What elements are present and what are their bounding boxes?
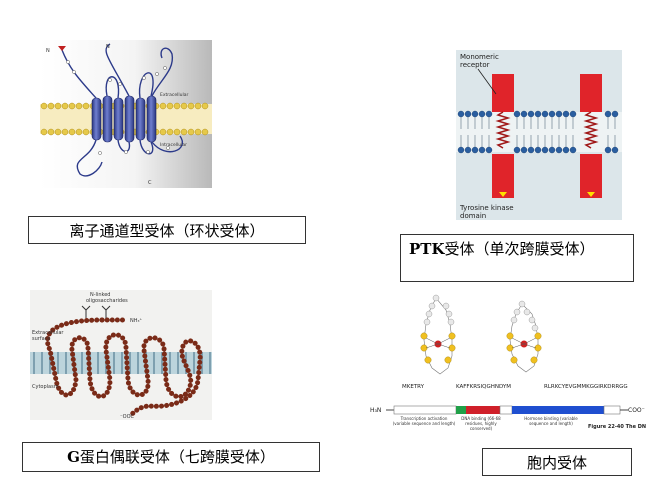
caption-nuclear: 胞内受体 <box>482 448 632 476</box>
receptor-1-tyrosine <box>499 192 507 197</box>
cytoplasm-label: Cytoplasm <box>32 384 59 390</box>
receptor-2-helix <box>583 111 599 149</box>
hormone-binding-domain <box>512 406 604 414</box>
transcription-label: Transcription activation (variable seque… <box>392 416 456 426</box>
caption-ion-channel: 离子通道型受体（环状受体） <box>28 216 306 244</box>
glycosylation-marker <box>58 46 66 51</box>
figure-label: Figure 22-40 The DN <box>588 424 646 430</box>
ptk-membrane-bottom <box>457 146 619 154</box>
receptor-2-extracellular <box>580 74 602 112</box>
ptk-membrane-top <box>457 110 619 118</box>
caption-gpcr: G蛋白偶联受体（七跨膜受体） <box>22 442 320 472</box>
caption-ion-channel-text: 离子通道型受体（环状受体） <box>69 222 265 240</box>
caption-gpcr-text: 蛋白偶联受体（七跨膜受体） <box>79 448 275 466</box>
caption-ptk: PTK受体（单次跨膜受体） <box>400 234 634 282</box>
loop-dots <box>66 60 170 155</box>
n-linked-label: N-linked <box>90 292 110 298</box>
gpcr-diagram: N-linked oligosaccharides NH₃⁺ Extracell… <box>30 290 212 420</box>
extracellular-label: Extracellular <box>160 92 188 98</box>
zinc-finger-1 <box>420 294 456 375</box>
gpcr-svg: N-linked oligosaccharides NH₃⁺ Extracell… <box>30 290 212 420</box>
zinc-finger-2 <box>506 300 542 373</box>
dna-binding-green <box>456 406 466 414</box>
gpcr-extracellular-label: Extracellular <box>32 330 64 336</box>
h3n-label: H₃N <box>370 407 381 414</box>
oligosaccharide-1 <box>81 305 91 318</box>
caption-gpcr-bold: G <box>67 448 80 466</box>
nh3-label: NH₃⁺ <box>130 318 143 324</box>
transcription-domain <box>393 405 457 415</box>
tyrosine-kinase-label: Tyrosine kinase <box>459 204 514 212</box>
ptk-lipid-tails <box>460 117 616 147</box>
monomeric-pointer <box>477 68 497 95</box>
monomeric-label: Monomeric <box>460 53 499 61</box>
extracellular-loops <box>61 43 174 99</box>
domain-label: domain <box>460 212 486 220</box>
hormone-binding-label: Hormone binding (variable sequence and l… <box>524 416 578 426</box>
ptk-receptor-diagram: Monomeric receptor Tyrosine kinase domai… <box>456 50 622 220</box>
dna-binding-red <box>466 406 500 414</box>
receptor-1-helix <box>495 111 511 149</box>
sequence-middle: KAFFKRSIQGHNDYM <box>456 384 511 390</box>
nuclear-receptor-diagram: MKETRY KAFFKRSIQGHNDYM RLRKCYEVGMMKGGIRK… <box>366 290 656 438</box>
caption-ptk-text: 受体（单次跨膜受体） <box>444 240 595 258</box>
receptor-1-kinase-domain <box>492 154 514 198</box>
gpcr-surface-label: surface <box>32 336 50 342</box>
ptk-receptor-svg: Monomeric receptor Tyrosine kinase domai… <box>456 50 622 220</box>
receptor-2-tyrosine <box>587 192 595 197</box>
intracellular-label: Intracellular <box>160 142 187 148</box>
cooh-label: ⁻OOC <box>120 414 135 420</box>
oligosaccharides-label: oligosaccharides <box>86 298 128 304</box>
receptor-1-extracellular <box>492 74 514 112</box>
caption-ptk-bold: PTK <box>409 240 445 258</box>
n-terminus-label: N <box>46 48 50 54</box>
caption-nuclear-text: 胞内受体 <box>526 454 587 472</box>
receptor-2-kinase-domain <box>580 154 602 198</box>
c-terminus-label: C <box>148 180 152 186</box>
channel-helices <box>91 95 157 143</box>
ion-channel-diagram: N N Extracellular Intracellular C <box>40 40 212 188</box>
gpcr-chain <box>45 317 203 419</box>
receptor-label: receptor <box>460 61 490 69</box>
nuclear-receptor-svg: MKETRY KAFFKRSIQGHNDYM RLRKCYEVGMMKGGIRK… <box>366 290 656 438</box>
n-terminus-label-2: N <box>106 44 110 50</box>
oligosaccharide-2 <box>101 305 111 318</box>
ion-channel-svg: N N Extracellular Intracellular C <box>40 40 212 188</box>
sequence-left: MKETRY <box>402 384 425 390</box>
dna-binding-label: DNA binding (66-68 residues, highly cons… <box>461 416 501 431</box>
coo-label: COO⁻ <box>628 407 645 414</box>
sequence-right: RLRKCYEVGMMKGGIRKDRRGG <box>544 384 628 390</box>
